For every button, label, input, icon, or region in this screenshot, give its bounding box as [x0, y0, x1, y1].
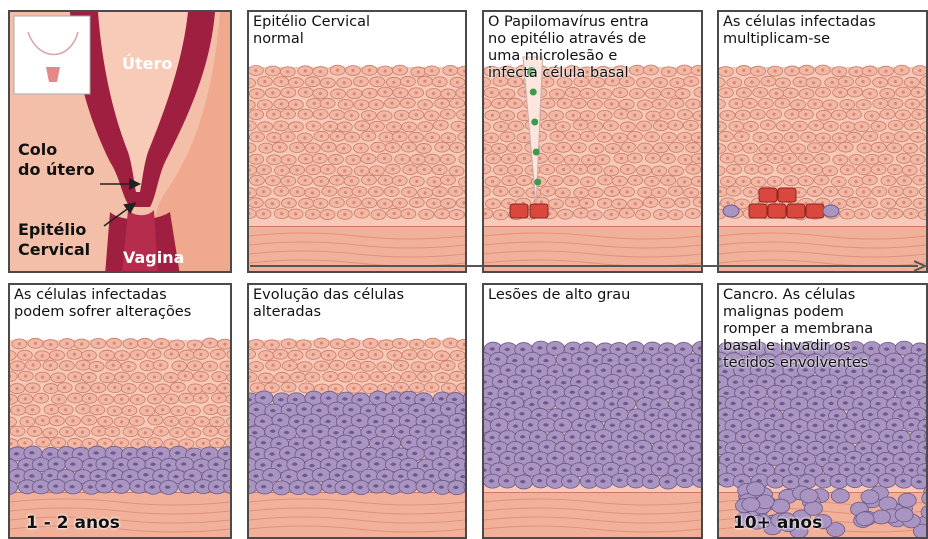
panel-caption: As células infectadas multiplicam-se	[723, 14, 924, 48]
timeline-arrowhead-icon	[914, 260, 926, 272]
anatomy-panel: Útero Colo do útero Epitélio Cervical Va…	[8, 10, 232, 273]
pointer-arrows	[10, 12, 232, 273]
panel-caption: O Papilomavírus entra no epitélio atravé…	[488, 14, 699, 82]
timeline-start-label: 1 - 2 anos	[26, 513, 120, 533]
panel-infected-multiply: As células infectadas multiplicam-se	[717, 10, 928, 273]
panel-cancer: Cancro. As células malignas podem romper…	[717, 283, 928, 539]
panel-caption: As células infectadas podem sofrer alter…	[14, 287, 228, 321]
tissue-illustration	[10, 285, 230, 537]
tissue-illustration	[249, 12, 465, 271]
panel-caption: Lesões de alto grau	[488, 287, 699, 304]
panel-cell-alterations: As células infectadas podem sofrer alter…	[8, 283, 232, 539]
panel-caption: Epitélio Cervical normal	[253, 14, 463, 48]
timeline-arrow	[250, 265, 918, 267]
tissue-illustration	[249, 285, 465, 537]
tissue-illustration	[484, 285, 701, 537]
panel-normal-epithelium: Epitélio Cervical normal	[247, 10, 467, 273]
tissue-illustration	[719, 12, 926, 271]
panel-high-grade-lesions: Lesões de alto grau	[482, 283, 703, 539]
panel-caption: Cancro. As células malignas podem romper…	[723, 287, 924, 372]
panel-virus-entry: O Papilomavírus entra no epitélio atravé…	[482, 10, 703, 273]
timeline-end-label: 10+ anos	[733, 513, 822, 533]
panel-altered-evolution: Evolução das células alteradas	[247, 283, 467, 539]
panel-caption: Evolução das células alteradas	[253, 287, 463, 321]
